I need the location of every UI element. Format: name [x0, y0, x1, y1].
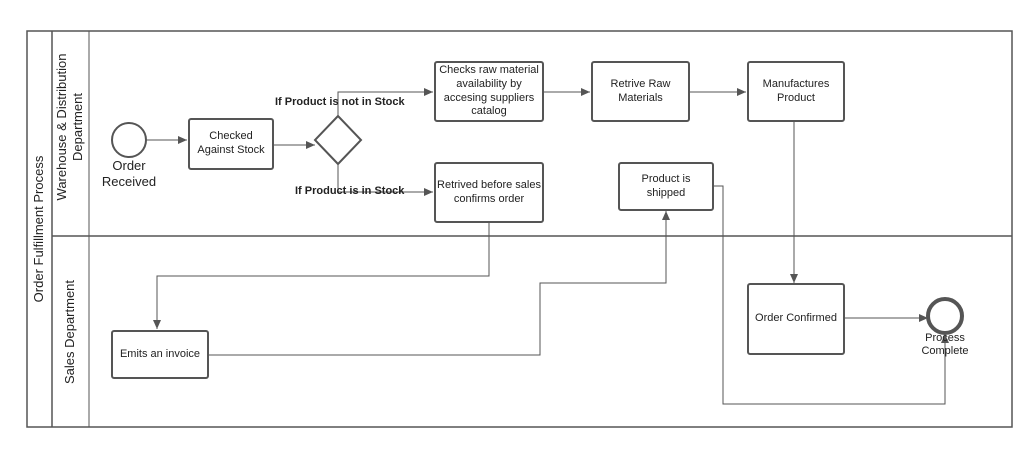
pool-title: Order Fulfillment Process: [30, 155, 46, 303]
task-checks-raw-material: Checks raw material availability by acce…: [434, 61, 544, 122]
task-checked-against-stock: Checked Against Stock: [188, 118, 274, 170]
exclusive-gateway: [313, 114, 363, 166]
end-event: [926, 297, 964, 335]
flow-shipped-to-end: [713, 185, 949, 405]
gateway-label-not-in-stock: If Product is not in Stock: [275, 96, 405, 108]
lane-title-warehouse: Warehouse & Distribution Department: [53, 53, 85, 201]
end-event-label: Process Complete: [921, 332, 969, 358]
task-product-shipped: Product is shipped: [618, 162, 714, 211]
flow-gateway-not-in-stock: [337, 88, 433, 116]
start-event: [111, 122, 147, 158]
flow-invoice-to-shipped: [208, 211, 670, 356]
task-retrive-raw-materials: Retrive Raw Materials: [591, 61, 690, 122]
pool-border: [26, 30, 1013, 428]
start-event-label: Order Received: [101, 158, 157, 189]
task-retrived-before-sales: Retrived before sales confirms order: [434, 162, 544, 223]
lane-title-sales: Sales Department: [61, 279, 77, 385]
task-order-confirmed: Order Confirmed: [747, 283, 845, 355]
flow-retrived-to-invoice: [153, 222, 490, 329]
gateway-label-in-stock: If Product is in Stock: [295, 185, 405, 197]
task-manufactures-product: Manufactures Product: [747, 61, 845, 122]
flow-gateway-in-stock: [337, 164, 433, 196]
task-emits-invoice: Emits an invoice: [111, 330, 209, 379]
